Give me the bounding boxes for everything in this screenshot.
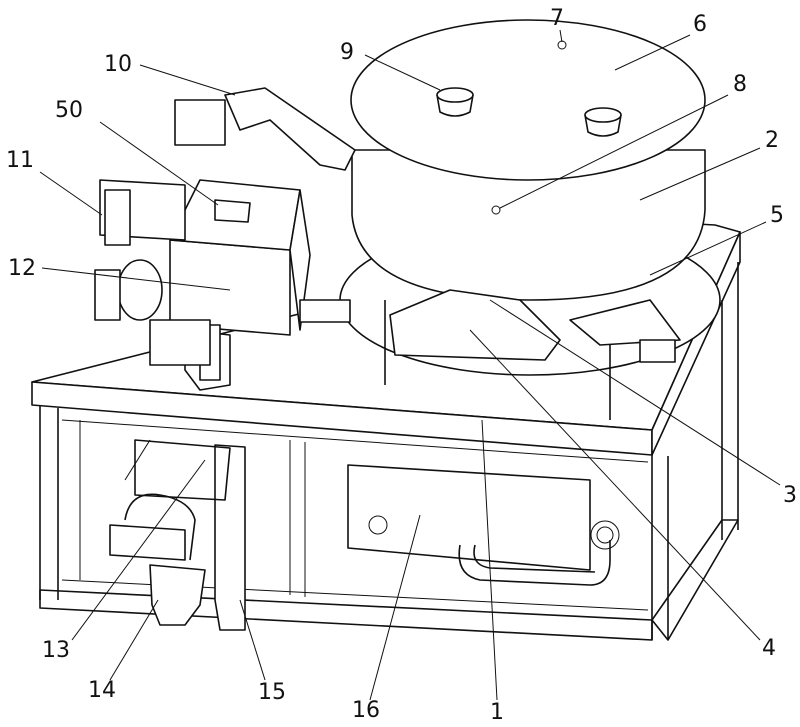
leader-lines (39, 29, 781, 701)
chutes (109, 439, 246, 631)
label-11: 11 (6, 148, 34, 173)
label-12: 12 (8, 256, 36, 281)
label-50: 50 (55, 98, 83, 123)
label-1: 1 (490, 700, 504, 725)
label-6: 6 (693, 12, 707, 37)
label-10: 10 (104, 52, 132, 77)
water-box (347, 464, 620, 586)
label-14: 14 (88, 678, 116, 703)
label-4: 4 (762, 636, 776, 661)
label-5: 5 (770, 203, 784, 228)
processing-unit (94, 87, 356, 391)
vibratory-feeder (339, 19, 721, 420)
label-2: 2 (765, 128, 779, 153)
label-15: 15 (258, 680, 286, 705)
label-7: 7 (550, 6, 564, 31)
label-3: 3 (783, 483, 797, 508)
label-16: 16 (352, 698, 380, 723)
label-9: 9 (340, 40, 354, 65)
label-13: 13 (42, 638, 70, 663)
label-8: 8 (733, 72, 747, 97)
